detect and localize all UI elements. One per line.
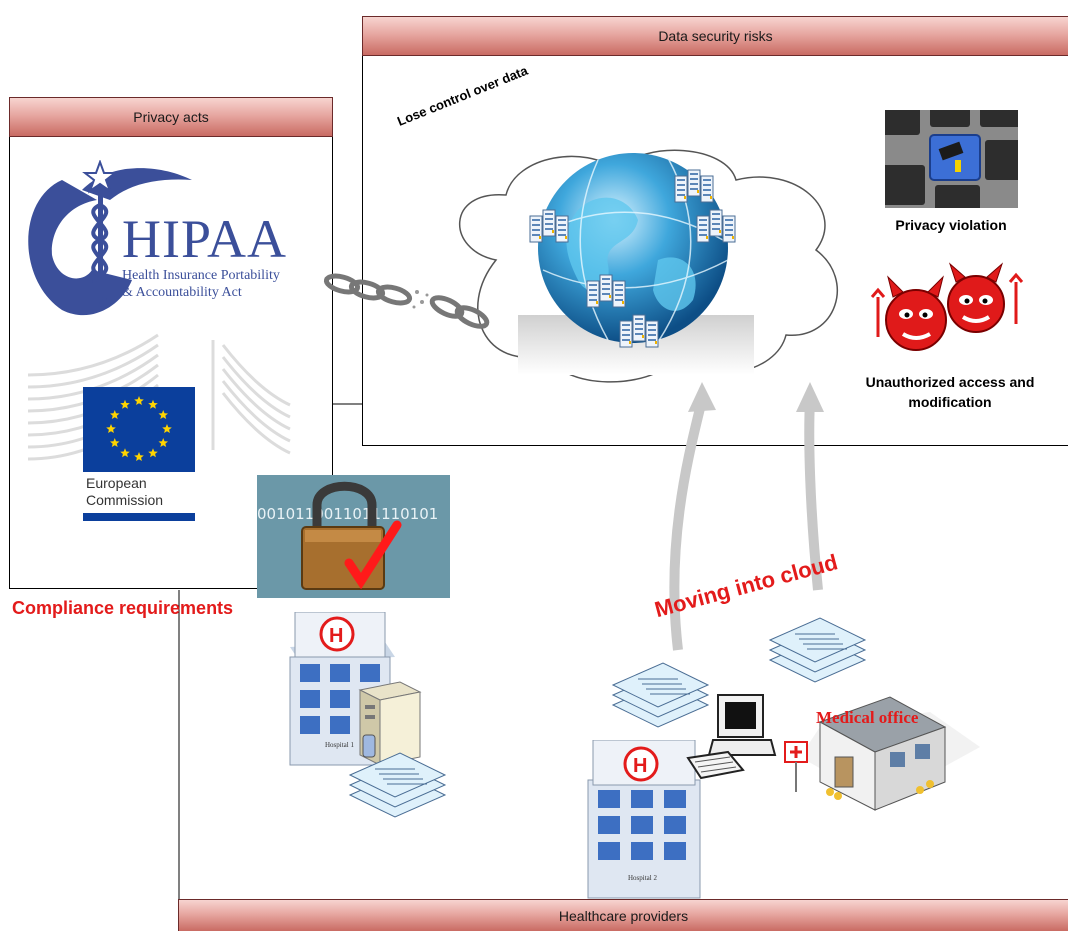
ec-line1: European bbox=[86, 475, 147, 491]
hipaa-logo: HIPAA Health Insurance Portability & Acc… bbox=[22, 160, 322, 320]
healthcare-providers-header: Healthcare providers bbox=[178, 899, 1068, 931]
svg-text:H: H bbox=[633, 755, 647, 777]
server-icon bbox=[709, 209, 723, 237]
server-icon bbox=[632, 314, 646, 342]
server-icon bbox=[687, 169, 701, 197]
eu-star bbox=[110, 410, 120, 419]
eu-star bbox=[106, 424, 116, 433]
document-sheet bbox=[768, 617, 867, 663]
medical-office-label: Medical office bbox=[816, 708, 919, 727]
padlock-icon: 0010110011011110101 bbox=[257, 475, 450, 598]
eu-star bbox=[120, 399, 130, 409]
hospital1-label: Hospital 1 bbox=[325, 741, 354, 749]
ec-line2: Commission bbox=[86, 492, 164, 508]
server-icon bbox=[542, 209, 556, 237]
unauthorized-line2: modification bbox=[908, 394, 992, 410]
compliance-label: Compliance requirements bbox=[12, 598, 234, 618]
server-cluster bbox=[529, 169, 736, 348]
privacy-acts-header: Privacy acts bbox=[9, 97, 333, 137]
hipaa-title: HIPAA bbox=[122, 209, 288, 269]
binary-text: 0010110011011110101 bbox=[257, 505, 439, 523]
eu-star bbox=[134, 396, 144, 405]
privacy-violation-label: Privacy violation bbox=[895, 217, 1007, 233]
broken-chain-icon bbox=[323, 273, 490, 329]
data-security-title: Data security risks bbox=[658, 28, 773, 44]
arrow-icon bbox=[669, 382, 824, 651]
server-icon bbox=[674, 175, 688, 203]
hipaa-line2: & Accountability Act bbox=[122, 285, 242, 300]
server-icon bbox=[555, 215, 569, 243]
devil-icon bbox=[870, 262, 1024, 351]
document-stack-icon bbox=[348, 752, 447, 818]
healthcare-providers-title: Healthcare providers bbox=[558, 907, 689, 924]
server-icon bbox=[696, 215, 710, 243]
eu-star bbox=[120, 448, 130, 458]
server-tower-icon bbox=[358, 681, 422, 765]
eu-star bbox=[148, 399, 158, 409]
data-security-header: Data security risks bbox=[362, 16, 1068, 56]
eu-star bbox=[162, 424, 172, 433]
privacy-acts-title: Privacy acts bbox=[133, 109, 209, 125]
eu-star bbox=[158, 410, 168, 419]
document-stack-icon bbox=[611, 662, 710, 728]
server-icon bbox=[529, 215, 543, 243]
server-icon bbox=[612, 280, 626, 308]
keyboard-camera-icon bbox=[885, 110, 1018, 208]
eu-star bbox=[148, 448, 158, 458]
server-icon bbox=[700, 175, 714, 203]
document-sheet bbox=[611, 662, 710, 708]
server-icon bbox=[586, 280, 600, 308]
european-commission-logo: European Commission bbox=[28, 330, 298, 525]
hospital2-label: Hospital 2 bbox=[628, 874, 657, 882]
document-sheet bbox=[348, 752, 447, 798]
eu-star bbox=[134, 452, 144, 461]
server-icon bbox=[619, 320, 633, 348]
server-icon bbox=[599, 274, 613, 302]
medical-office-icon: Medical office bbox=[780, 672, 990, 817]
eu-star bbox=[110, 438, 120, 447]
document-stack-icon bbox=[768, 617, 867, 683]
unauthorized-line1: Unauthorized access and bbox=[865, 374, 1035, 390]
server-icon bbox=[645, 320, 659, 348]
eu-star bbox=[158, 438, 168, 447]
unauthorized-label: Unauthorized access and modification bbox=[845, 372, 1055, 412]
svg-text:H: H bbox=[329, 625, 343, 647]
computer-icon bbox=[686, 694, 777, 780]
server-icon bbox=[722, 215, 736, 243]
hipaa-line1: Health Insurance Portability bbox=[122, 268, 280, 283]
hospital-icon: H Hospital 2 bbox=[587, 740, 701, 899]
